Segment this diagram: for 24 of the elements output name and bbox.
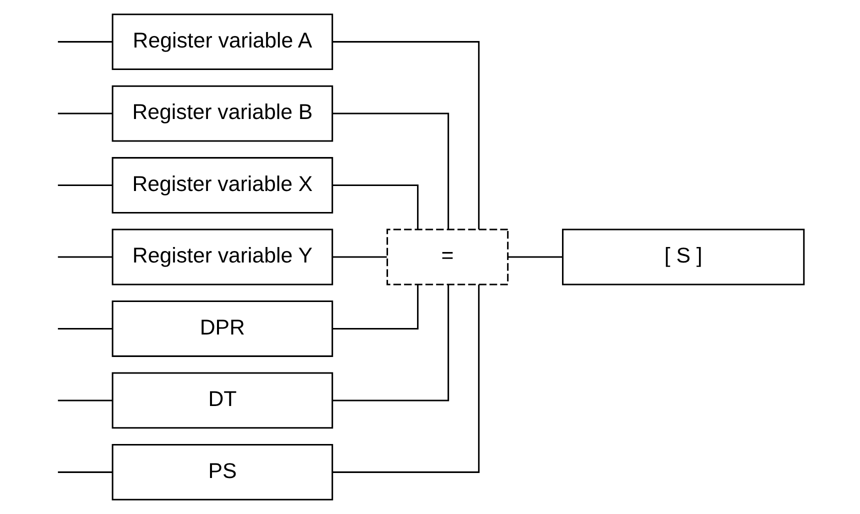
connector [58, 112, 112, 114]
node-box: Register variable B [112, 85, 334, 142]
node-box: Register variable X [112, 157, 334, 214]
connector [58, 41, 112, 43]
connector [58, 184, 112, 186]
node-box: [ S ] [562, 228, 805, 286]
node-box: Register variable Y [112, 228, 334, 286]
node-box: DPR [112, 300, 334, 357]
connector [332, 284, 419, 330]
node-box: Register variable A [112, 14, 334, 70]
connector [332, 284, 450, 402]
connector [332, 184, 419, 230]
connector [332, 284, 480, 473]
connector [332, 112, 450, 230]
connector [58, 471, 112, 473]
node-box: DT [112, 372, 334, 429]
connector [508, 256, 562, 258]
node-box: = [386, 228, 509, 286]
connector [58, 256, 112, 258]
connector [58, 328, 112, 330]
node-box: PS [112, 444, 334, 500]
connector [58, 400, 112, 402]
connector [332, 41, 480, 230]
connector [332, 256, 387, 258]
